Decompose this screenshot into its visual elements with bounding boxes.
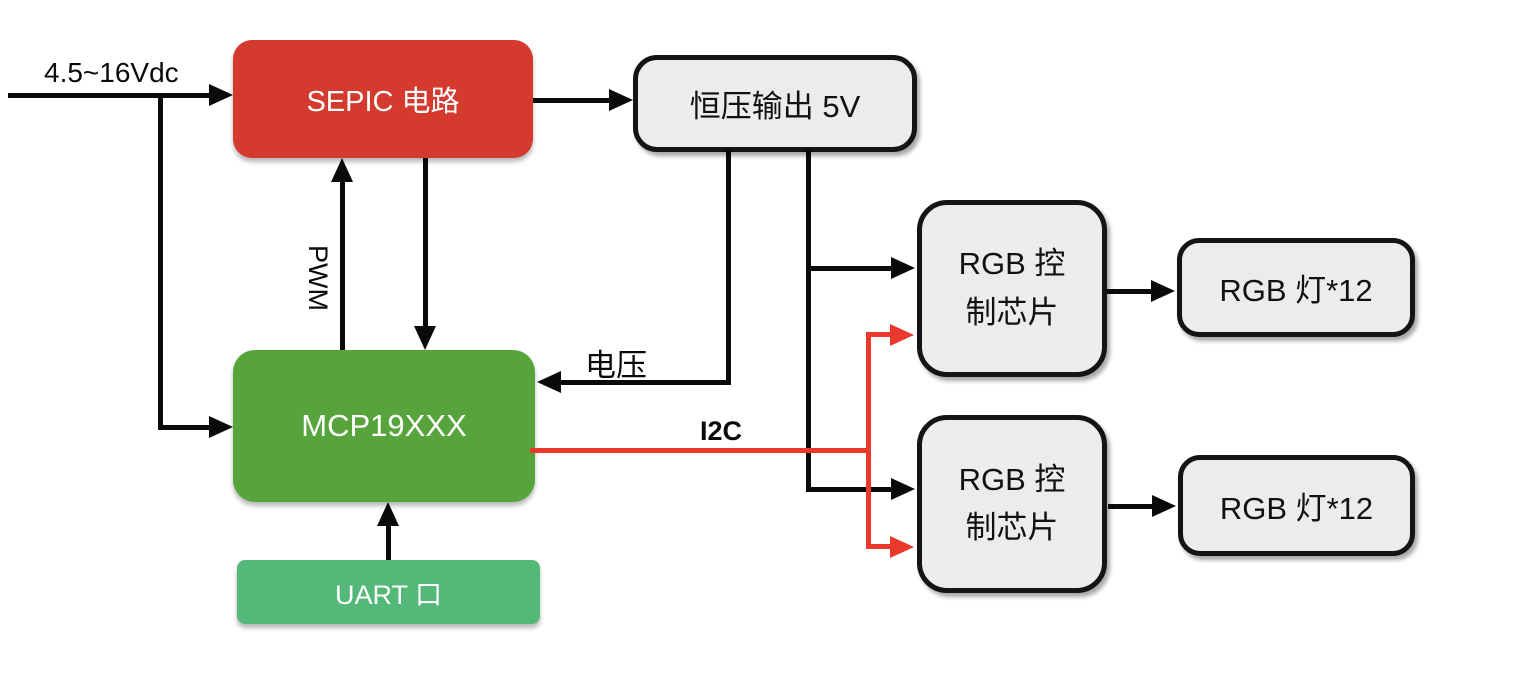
chip2-to-lamp2-line	[1108, 504, 1154, 509]
supply-to-chip1-line	[806, 266, 893, 271]
constant-voltage-output-node: 恒压输出 5V	[633, 55, 917, 152]
constant-voltage-output-label: 恒压输出 5V	[689, 89, 861, 124]
input-branch-arrowhead-icon	[209, 416, 233, 438]
chip1-to-lamp1-line	[1107, 289, 1153, 294]
uart-port-node: UART 口	[237, 560, 540, 624]
input-arrowhead-icon	[209, 84, 233, 106]
i2c-bus-horizontal-line	[530, 448, 871, 453]
pwm-label: PWM	[303, 245, 334, 311]
rgb-control-chip-2-label-line1: RGB 控	[958, 461, 1066, 497]
pwm-line	[340, 180, 345, 350]
rgb-control-chip-2-node: RGB 控 制芯片	[917, 415, 1107, 593]
uart-to-mcp-line	[386, 524, 391, 560]
rgb-lamp-1-node: RGB 灯*12	[1177, 238, 1415, 337]
pwm-arrowhead-icon	[331, 158, 353, 182]
input-branch-vertical-line	[158, 93, 163, 430]
rgb-lamp-1-label: RGB 灯*12	[1219, 273, 1373, 308]
input-voltage-label: 4.5~16Vdc	[44, 57, 179, 88]
mcp19xxx-label: MCP19XXX	[301, 408, 467, 443]
supply-to-chip2-arrowhead-icon	[891, 478, 915, 500]
i2c-to-chip2-arrowhead-icon	[890, 536, 914, 558]
uart-to-mcp-arrowhead-icon	[377, 502, 399, 526]
supply-to-chip2-line	[806, 487, 893, 492]
supply-to-chip1-arrowhead-icon	[891, 257, 915, 279]
i2c-to-chip1-line	[866, 332, 892, 337]
rgb-control-chip-1-label-line2: 制芯片	[965, 294, 1059, 330]
rgb-control-chip-1-label-line1: RGB 控	[958, 246, 1066, 282]
sepic-to-cv-arrowhead-icon	[609, 89, 633, 111]
chip1-to-lamp1-arrowhead-icon	[1151, 280, 1175, 302]
sepic-circuit-label: SEPIC 电路	[306, 86, 460, 118]
rgb-lamp-2-label: RGB 灯*12	[1219, 491, 1374, 526]
voltage-label: 电压	[585, 348, 647, 383]
input-line	[8, 93, 211, 98]
i2c-label: I2C	[700, 416, 743, 446]
i2c-to-chip2-line	[866, 544, 892, 549]
sepic-circuit-node: SEPIC 电路	[233, 40, 533, 158]
rgb-control-chip-1-node: RGB 控 制芯片	[917, 200, 1107, 377]
sepic-to-mcp-line	[423, 158, 428, 326]
uart-port-label: UART 口	[334, 579, 443, 610]
i2c-to-chip1-arrowhead-icon	[890, 324, 914, 346]
rgb-lamp-2-node: RGB 灯*12	[1178, 455, 1415, 556]
i2c-bus-vertical-line	[866, 333, 871, 549]
supply-rail-vertical-line	[806, 150, 811, 492]
voltage-feedback-arrowhead-icon	[537, 371, 561, 393]
rgb-control-chip-2-label-line2: 制芯片	[965, 510, 1059, 545]
sepic-to-mcp-arrowhead-icon	[414, 326, 436, 350]
sepic-to-cv-line	[533, 98, 611, 103]
voltage-feedback-vertical-line	[726, 150, 731, 385]
chip2-to-lamp2-arrowhead-icon	[1152, 495, 1176, 517]
voltage-feedback-horizontal-line	[560, 380, 731, 385]
input-branch-horizontal-line	[158, 425, 211, 430]
mcp19xxx-node: MCP19XXX	[233, 350, 535, 502]
